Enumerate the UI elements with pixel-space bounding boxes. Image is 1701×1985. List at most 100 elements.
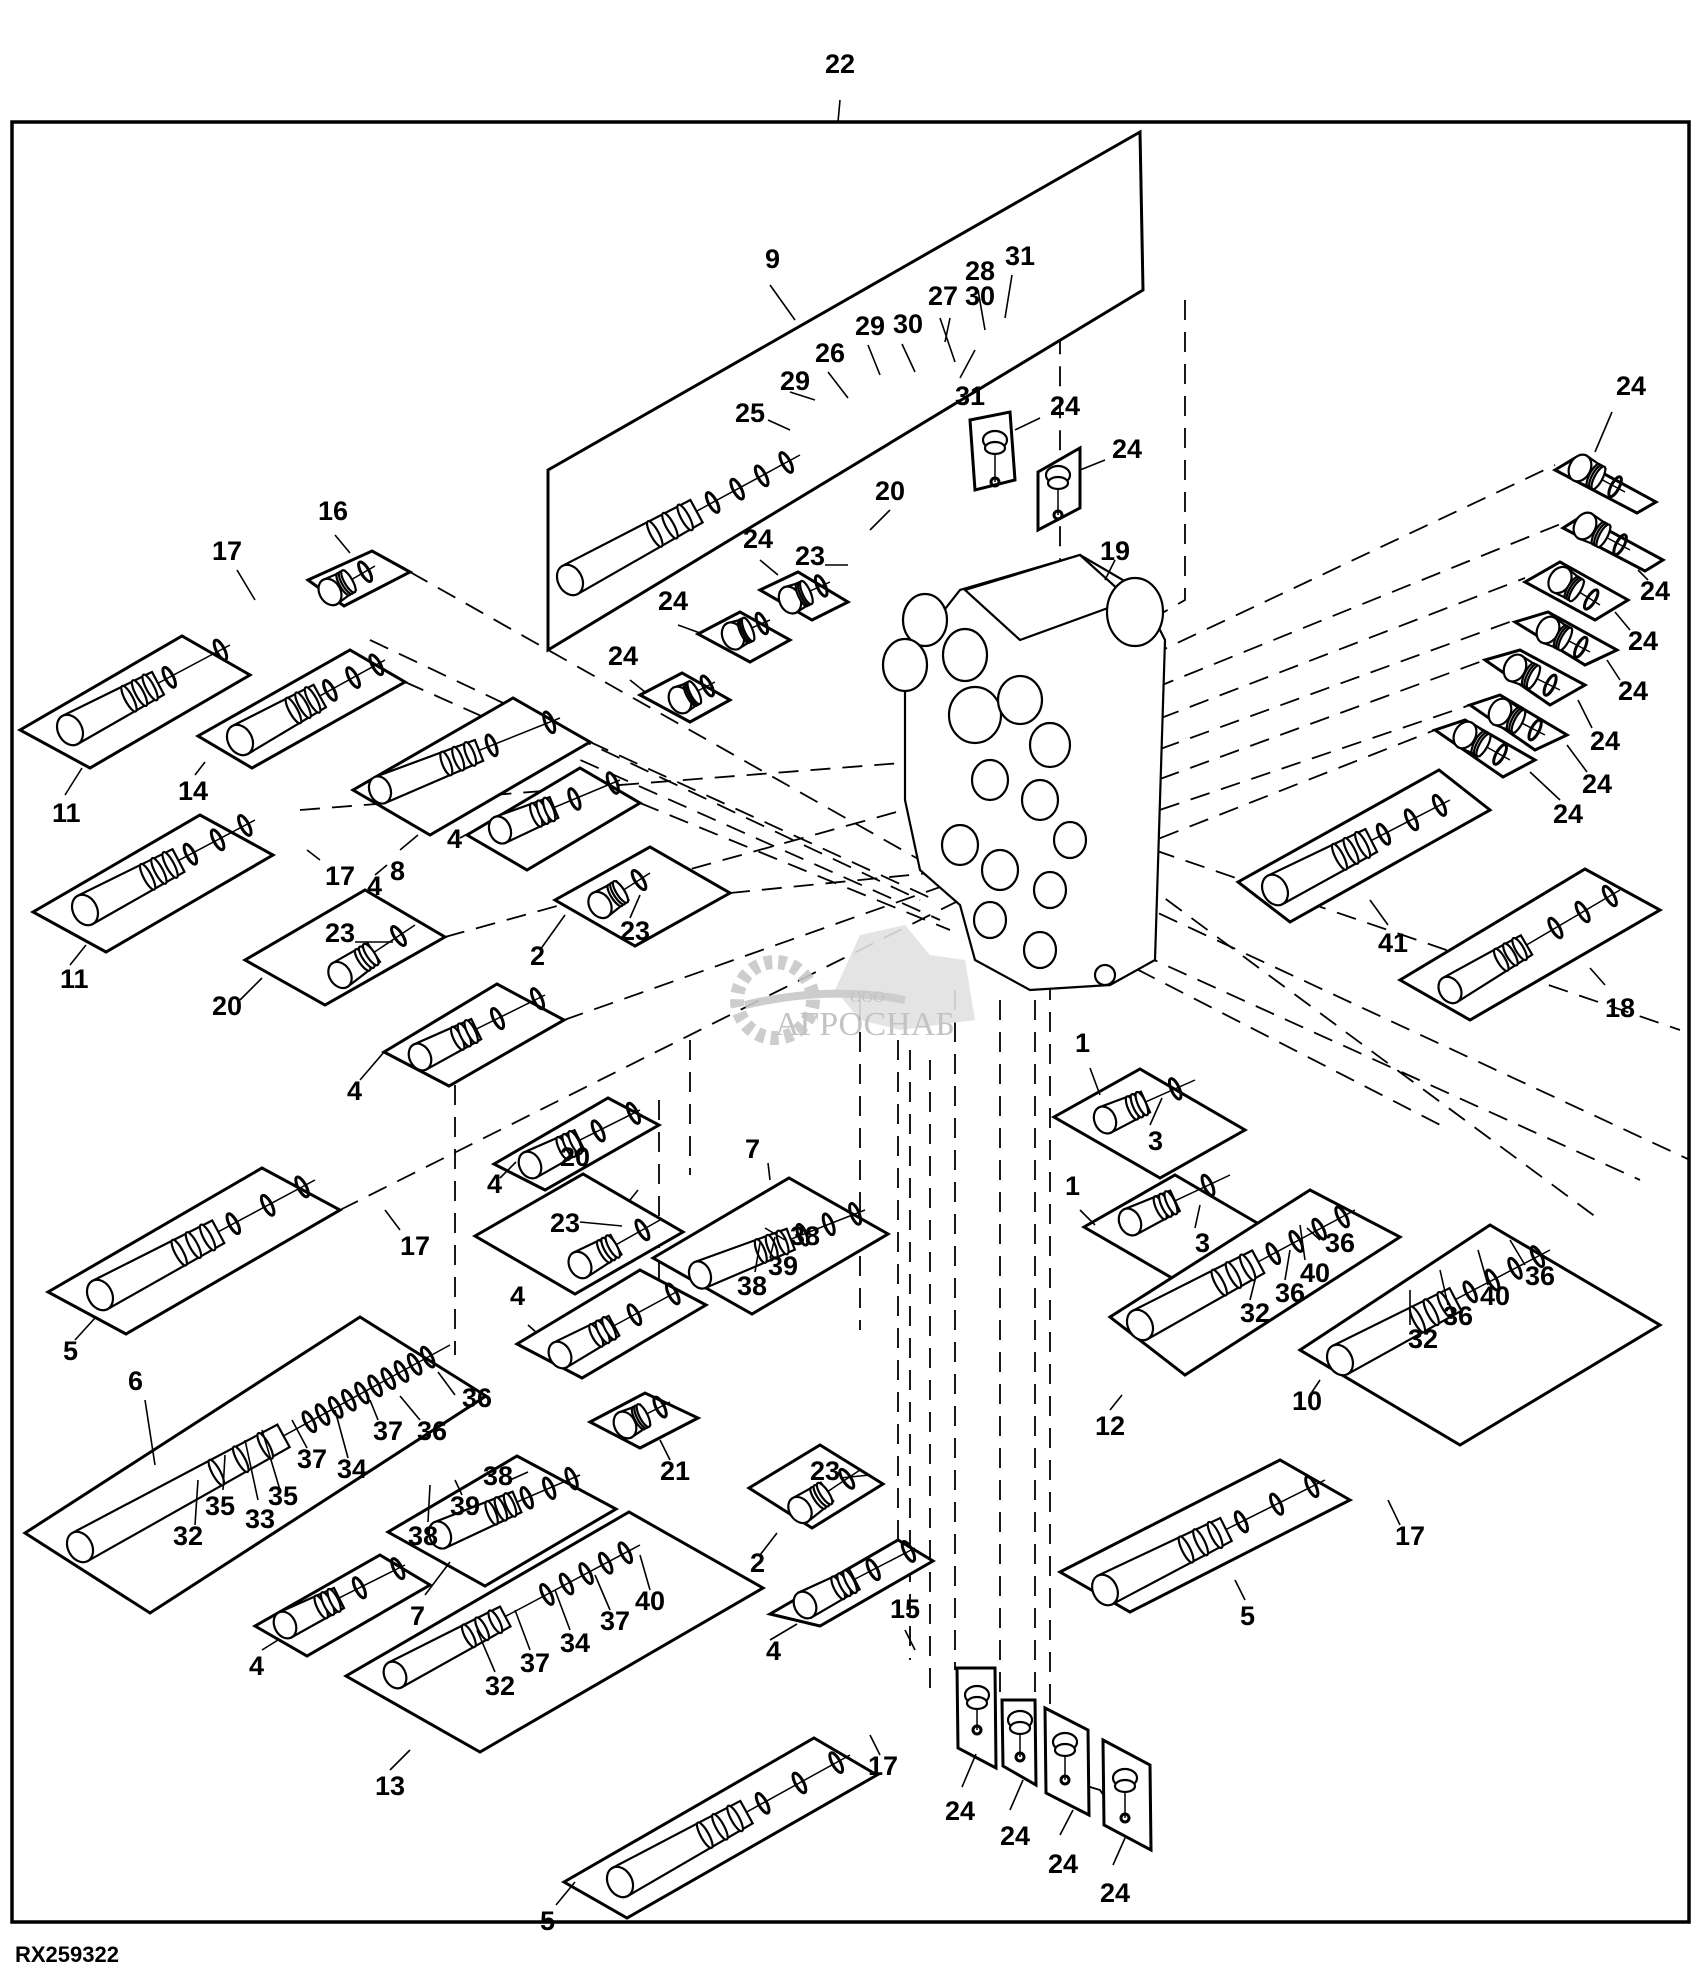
part-number-label: 40 (635, 1586, 665, 1616)
leader-line (629, 679, 646, 693)
o-ring (828, 1751, 845, 1774)
part-number-label: 11 (52, 798, 81, 828)
callout: 39 (768, 1236, 798, 1281)
o-ring (161, 665, 177, 689)
leader-line (869, 509, 891, 531)
o-ring (989, 476, 1001, 488)
thread (764, 1233, 779, 1260)
leader-line (1089, 1067, 1101, 1096)
thread (753, 1238, 768, 1264)
callout: 25 (735, 398, 791, 431)
leader-line (959, 349, 976, 379)
plug-head (547, 1340, 573, 1370)
thread (120, 684, 138, 713)
guide-line (729, 869, 961, 894)
thread (463, 1019, 479, 1045)
part-number-label: 2 (530, 941, 545, 971)
thread (604, 1234, 621, 1259)
leader-line (554, 1589, 571, 1631)
plug-head (407, 1042, 433, 1072)
thread (161, 850, 179, 879)
leader-line (1306, 1227, 1321, 1241)
part-number-label: 24 (1553, 799, 1583, 829)
callout: 3 (1148, 1097, 1163, 1156)
part-number-label: 39 (768, 1251, 798, 1281)
part-number-label: 24 (1590, 726, 1620, 756)
callout: 15 (890, 1594, 920, 1651)
o-ring (322, 679, 338, 702)
gear-icon (730, 955, 820, 1045)
o-ring (1119, 1812, 1131, 1824)
leader-line (1299, 1224, 1306, 1261)
part-number-label: 38 (790, 1221, 820, 1251)
o-ring (259, 1193, 276, 1217)
o-ring (1601, 884, 1618, 908)
leader-line (454, 1479, 463, 1496)
cart-head (55, 713, 85, 747)
o-ring (1574, 900, 1591, 924)
leader-line (334, 1409, 349, 1459)
parts-panel-24: 24 (1100, 1737, 1153, 1908)
cart-head (605, 1865, 635, 1899)
thread (484, 1500, 499, 1526)
parts-panel-24: 24 (1036, 434, 1142, 533)
leader-line (261, 1639, 279, 1651)
leader-line (261, 1429, 281, 1491)
part-number-label: 2 (750, 1548, 765, 1578)
part-number-label: 7 (745, 1134, 760, 1164)
parts-panel-11: 11 (16, 634, 253, 828)
thread (1595, 523, 1612, 549)
part-number-label: 34 (337, 1454, 367, 1484)
thread (487, 1609, 504, 1635)
parts-panel-4: 4 (510, 1268, 710, 1380)
thread (815, 1481, 834, 1506)
guide-line (1124, 522, 1564, 701)
part-number-label: 24 (1618, 676, 1648, 706)
o-ring (558, 1572, 575, 1596)
cap-plug (1113, 1778, 1137, 1794)
part-number-label: 4 (249, 1651, 264, 1681)
part-number-label: 16 (318, 496, 348, 526)
callout: 32 (1408, 1290, 1438, 1354)
guide-line (1129, 899, 1691, 1161)
o-ring (590, 1119, 606, 1143)
parts-panel-8: 8 (350, 696, 594, 886)
combine-harvester-icon (835, 925, 975, 1030)
o-ring (1403, 808, 1420, 832)
parts-panel-24: 24 (1000, 1698, 1038, 1851)
o-ring (754, 1791, 771, 1815)
part-number-label: 38 (408, 1521, 438, 1551)
leader-line (399, 834, 419, 851)
callout: 17 (868, 1734, 898, 1781)
parts-panel-18: 18 (1397, 867, 1664, 1023)
thread (1330, 842, 1349, 871)
callout: 31 (1004, 241, 1035, 319)
part-number-label: 28 (965, 256, 995, 286)
o-ring (351, 1576, 367, 1600)
callout: 35 (205, 1454, 235, 1521)
leader-line (867, 344, 881, 376)
part-number-label: 4 (367, 871, 382, 901)
thread (502, 1492, 518, 1518)
parts-panel-24: 24 (608, 641, 734, 724)
guide-line (1129, 659, 1486, 791)
callout: 36 (1275, 1249, 1305, 1308)
thread (1342, 836, 1360, 865)
callout: 37 (514, 1609, 550, 1678)
cart-head (85, 1278, 115, 1312)
part-number-label: 24 (1000, 1821, 1030, 1851)
thread (601, 1316, 618, 1341)
leader-line (961, 1753, 977, 1788)
leader-line (1566, 744, 1588, 773)
thread (184, 1231, 203, 1259)
callout: 3 (1194, 1204, 1210, 1258)
o-ring (1431, 793, 1448, 817)
callout: 19 (1100, 536, 1130, 581)
thread (1224, 1261, 1243, 1289)
o-ring (542, 710, 557, 735)
o-ring (529, 987, 546, 1011)
part-number-label: 4 (766, 1636, 781, 1666)
thread (661, 511, 679, 540)
